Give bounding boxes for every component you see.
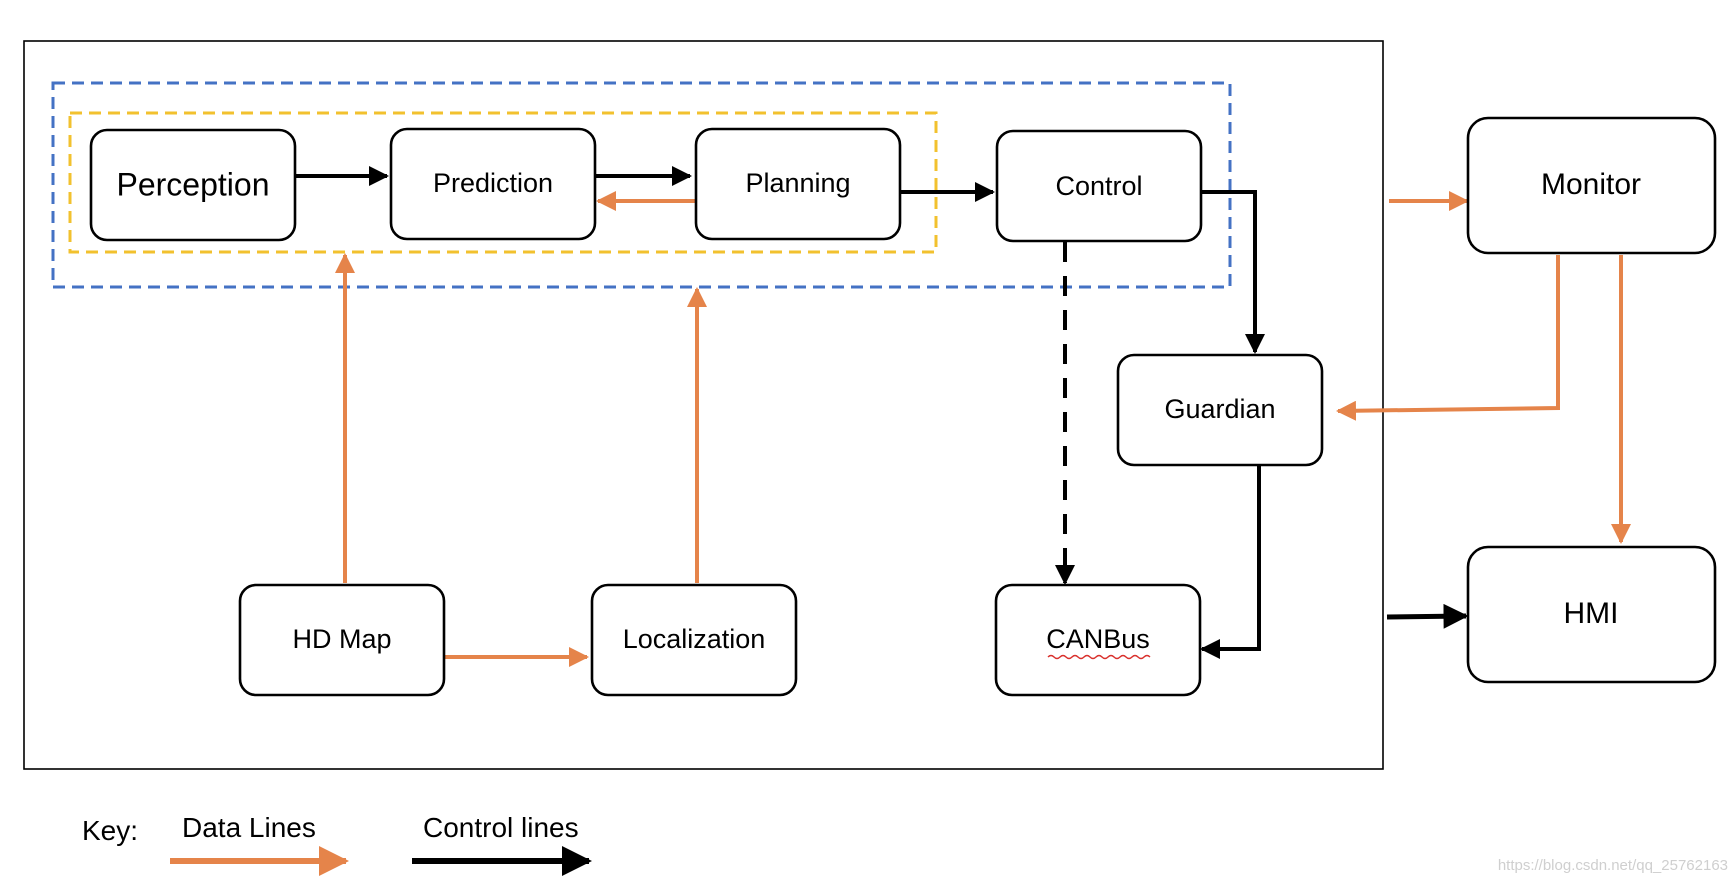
blue-dashed-group: [51, 81, 1232, 289]
node-hmi-label: HMI: [1564, 597, 1619, 630]
watermark: https://blog.csdn.net/qq_25762163: [1498, 857, 1728, 874]
legend-data-label: Data Lines: [182, 812, 316, 843]
node-hd-map-label: HD Map: [292, 624, 391, 654]
legend: Key: Data Lines Control lines: [82, 812, 592, 876]
node-guardian: Guardian: [1116, 353, 1324, 467]
edge-system-hmi: [1386, 603, 1469, 629]
node-monitor: Monitor: [1466, 116, 1717, 255]
edge-guardian-canbus: [1200, 466, 1261, 659]
system-boundary: [23, 40, 1384, 770]
node-planning: Planning: [694, 127, 902, 241]
node-perception-label: Perception: [117, 166, 270, 202]
edge-monitor-guardian: [1336, 255, 1560, 421]
edge-control-guardian: [1200, 190, 1265, 354]
legend-control-label: Control lines: [423, 812, 579, 843]
node-control-label: Control: [1055, 171, 1142, 201]
node-perception: Perception: [89, 128, 297, 242]
node-localization-label: Localization: [623, 624, 766, 654]
node-monitor-label: Monitor: [1541, 168, 1641, 201]
node-hd-map: HD Map: [238, 583, 446, 697]
spellcheck-underline: [1047, 654, 1151, 660]
node-prediction: Prediction: [389, 127, 597, 241]
node-canbus: CANBus: [994, 583, 1202, 697]
node-canbus-label: CANBus: [1046, 624, 1150, 654]
node-planning-label: Planning: [745, 168, 850, 198]
node-control: Control: [995, 129, 1203, 243]
node-prediction-label: Prediction: [433, 168, 553, 198]
node-localization: Localization: [590, 583, 798, 697]
node-guardian-label: Guardian: [1164, 394, 1275, 424]
yellow-dashed-group: [68, 111, 938, 254]
legend-title: Key:: [82, 815, 138, 846]
node-hmi: HMI: [1466, 545, 1717, 684]
